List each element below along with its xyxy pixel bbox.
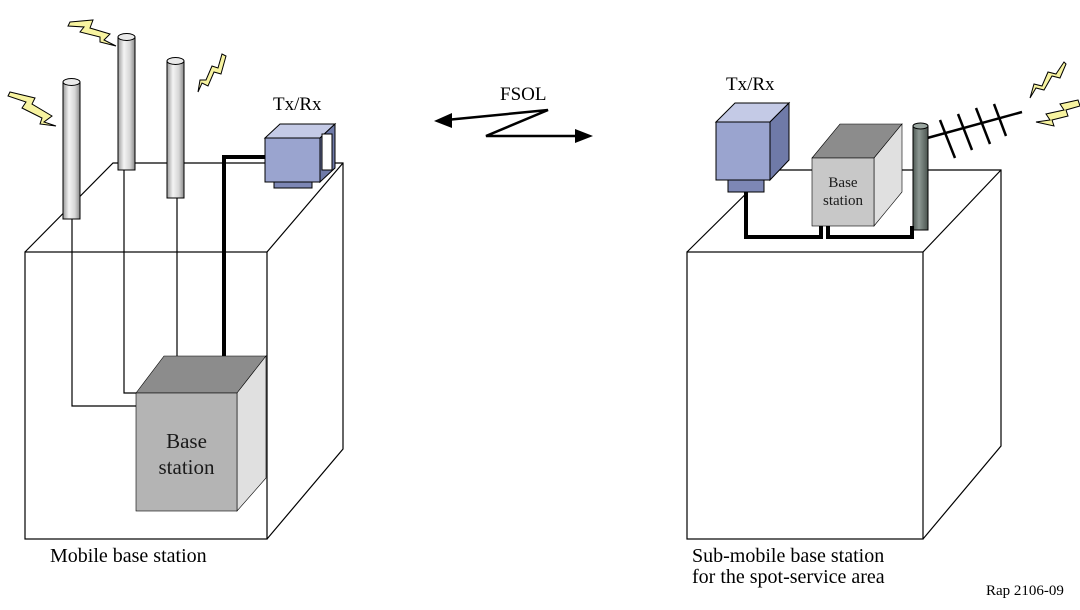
right-building (686, 169, 1002, 540)
lightning-bolt-icon (197, 53, 227, 93)
right-transceiver-label: Tx/Rx (726, 74, 775, 95)
antenna-pole-icon (912, 122, 929, 231)
left-base-station-label: Base station (136, 428, 237, 480)
lightning-bolt-icon (1035, 99, 1080, 127)
right-site-caption: Sub-mobile base station for the spot-ser… (692, 546, 885, 588)
antenna-pole-icon (166, 57, 185, 199)
figure-reference: Rap 2106-09 (986, 583, 1064, 599)
right-base-station-label-line1: Base (828, 175, 858, 191)
lightning-bolt-icon (7, 91, 57, 127)
left-base-station-label-line1: Base (166, 429, 207, 453)
lightning-bolt-icon (1029, 61, 1067, 99)
left-site (7, 19, 344, 540)
left-transceiver-cable (222, 155, 272, 361)
right-site-caption-line1: Sub-mobile base station (692, 545, 885, 567)
right-base-station-label-line2: station (823, 193, 863, 209)
base-station-cabinet-icon (135, 355, 267, 512)
base-station-cabinet-icon (811, 123, 903, 227)
antenna-pole-icon (117, 33, 136, 171)
right-site-caption-line2: for the spot-service area (692, 566, 885, 588)
bidirectional-link-arrow-icon (434, 108, 593, 143)
yagi-antenna-icon (919, 103, 1023, 159)
right-site (686, 61, 1080, 540)
left-base-station-label-line2: station (158, 455, 215, 479)
link-label: FSOL (500, 84, 547, 105)
left-transceiver-label: Tx/Rx (273, 94, 322, 115)
transceiver-icon (714, 101, 791, 193)
left-feeder-lines (71, 170, 178, 407)
transceiver-icon (263, 122, 337, 189)
right-cables (744, 192, 914, 239)
lightning-bolt-icon (67, 19, 117, 47)
antenna-pole-icon (62, 78, 81, 220)
right-base-station-label: Base station (812, 174, 874, 210)
left-site-caption: Mobile base station (50, 545, 207, 567)
left-building (24, 162, 344, 540)
